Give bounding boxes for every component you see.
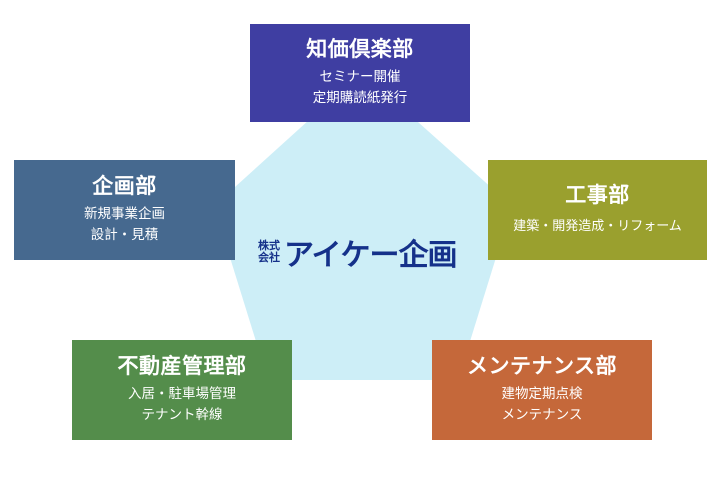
company-prefix-line1: 株式: [258, 238, 280, 252]
dept-desc-line2: メンテナンス: [501, 407, 583, 424]
dept-title: 企画部: [92, 174, 157, 199]
dept-box-planning: 企画部 新規事業企画 設計・見積: [14, 160, 235, 260]
dept-desc-line2: 設計・見積: [90, 227, 159, 244]
dept-title: 不動産管理部: [117, 354, 247, 379]
dept-desc-line1: 建物定期点検: [501, 385, 583, 402]
dept-desc-line1: 新規事業企画: [84, 205, 165, 222]
dept-box-construction: 工事部 建築・開発造成・リフォーム: [488, 160, 707, 260]
dept-desc-line1: セミナー開催: [319, 68, 401, 85]
company-prefix-line2: 会社: [258, 251, 280, 264]
dept-desc-line2: 定期購読紙発行: [312, 90, 408, 107]
dept-box-chika-club: 知価倶楽部 セミナー開催 定期購読紙発行: [250, 24, 470, 122]
dept-title: メンテナンス部: [466, 354, 618, 379]
dept-desc-line2: テナント幹線: [141, 407, 223, 424]
company-name: アイケー企画: [284, 238, 457, 273]
dept-title: 知価倶楽部: [306, 37, 414, 62]
dept-desc-line1: 入居・駐車場管理: [128, 385, 236, 402]
dept-box-property-management: 不動産管理部 入居・駐車場管理 テナント幹線: [72, 340, 292, 440]
dept-box-maintenance: メンテナンス部 建物定期点検 メンテナンス: [432, 340, 652, 440]
dept-desc-line1: 建築・開発造成・リフォーム: [513, 218, 682, 234]
dept-title: 工事部: [565, 183, 630, 208]
company-prefix: 株式 会社: [258, 238, 280, 264]
company-logo: 株式 会社 アイケー企画: [258, 230, 478, 274]
